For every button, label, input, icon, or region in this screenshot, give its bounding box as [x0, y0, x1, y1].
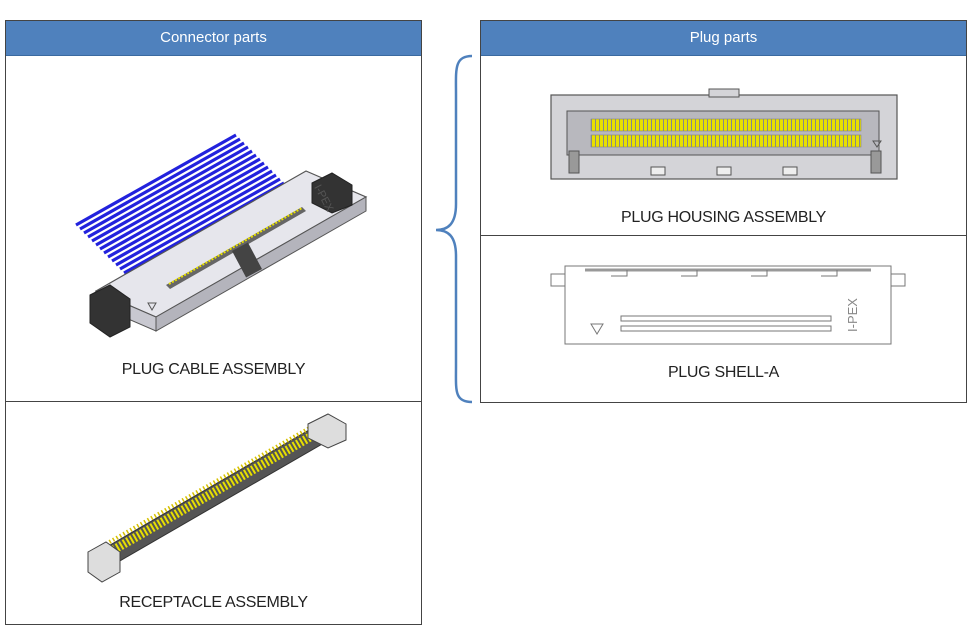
receptacle-assembly-caption: RECEPTACLE ASSEMBLY [119, 594, 308, 611]
receptacle-end-right [307, 413, 347, 449]
plug-parts-panel: Plug parts PLUG HOUSING ASSEMBLY [480, 20, 967, 403]
receptacle-assembly-image [87, 413, 347, 583]
plug-body-side [155, 196, 367, 332]
plug-cable-assembly-image: I-PEX [75, 133, 368, 338]
receptacle-end-left [87, 541, 121, 583]
svg-text:I-PEX: I-PEX [845, 298, 860, 332]
receptacle-pins [107, 425, 327, 556]
receptacle-assembly-cell: RECEPTACLE ASSEMBLY [6, 401, 421, 625]
plug-cable-assembly-cell: I-PEX PLUG CABLE ASSEMBLY [6, 55, 421, 401]
plug-housing-assembly-caption: PLUG HOUSING ASSEMBLY [620, 209, 827, 226]
plug-shell-a-caption: PLUG SHELL-A [667, 364, 780, 381]
plug-parts-header: Plug parts [481, 21, 966, 56]
latch-left [89, 284, 131, 338]
plug-shell-a-image: I-PEX [550, 265, 906, 345]
plug-shell-a-cell: I-PEX PLUG SHELL-A [481, 235, 966, 403]
plug-housing-assembly-cell: PLUG HOUSING ASSEMBLY [481, 55, 966, 235]
plug-pins [590, 118, 862, 148]
connector-parts-panel: Connector parts [5, 20, 422, 625]
grouping-brace [435, 54, 473, 404]
latch-right [311, 172, 353, 214]
plug-housing-assembly-image [550, 88, 898, 180]
plug-cable-assembly-caption: PLUG CABLE ASSEMBLY [121, 361, 306, 378]
connector-parts-header: Connector parts [6, 21, 421, 56]
